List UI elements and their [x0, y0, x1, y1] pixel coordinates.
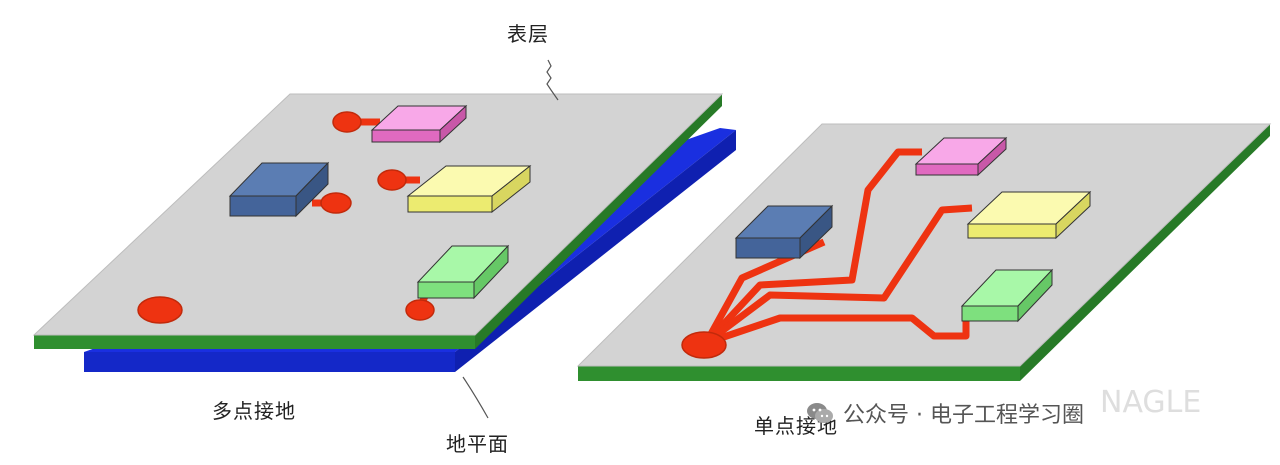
chip-blue-left — [228, 161, 330, 218]
watermark-ghost-text: NAGLE — [1100, 385, 1202, 420]
traces-right — [702, 148, 973, 347]
chip-pink-left — [370, 104, 468, 144]
watermark-text: 公众号 · 电子工程学习圈 — [843, 403, 1084, 428]
chip-yellow-left — [406, 164, 532, 214]
label-multi-point-grounding: 多点接地 — [212, 399, 296, 423]
chip-blue-right — [734, 204, 834, 260]
chip-pink-right — [914, 136, 1008, 177]
surface-board-left — [32, 93, 724, 336]
chip-green-right — [960, 268, 1054, 323]
label-surface-layer: 表层 — [507, 22, 549, 46]
chip-yellow-right — [966, 190, 1092, 240]
watermark: 公众号 · 电子工程学习圈 — [805, 397, 1084, 429]
leader-lines — [462, 59, 559, 419]
green-layer-right — [578, 124, 1270, 381]
via-pads-left — [137, 111, 435, 324]
wechat-icon — [807, 403, 833, 423]
green-layer-left — [34, 94, 722, 349]
ground-pad-right — [681, 331, 727, 359]
label-ground-plane: 地平面 — [446, 432, 509, 456]
chip-green-left — [416, 244, 510, 300]
